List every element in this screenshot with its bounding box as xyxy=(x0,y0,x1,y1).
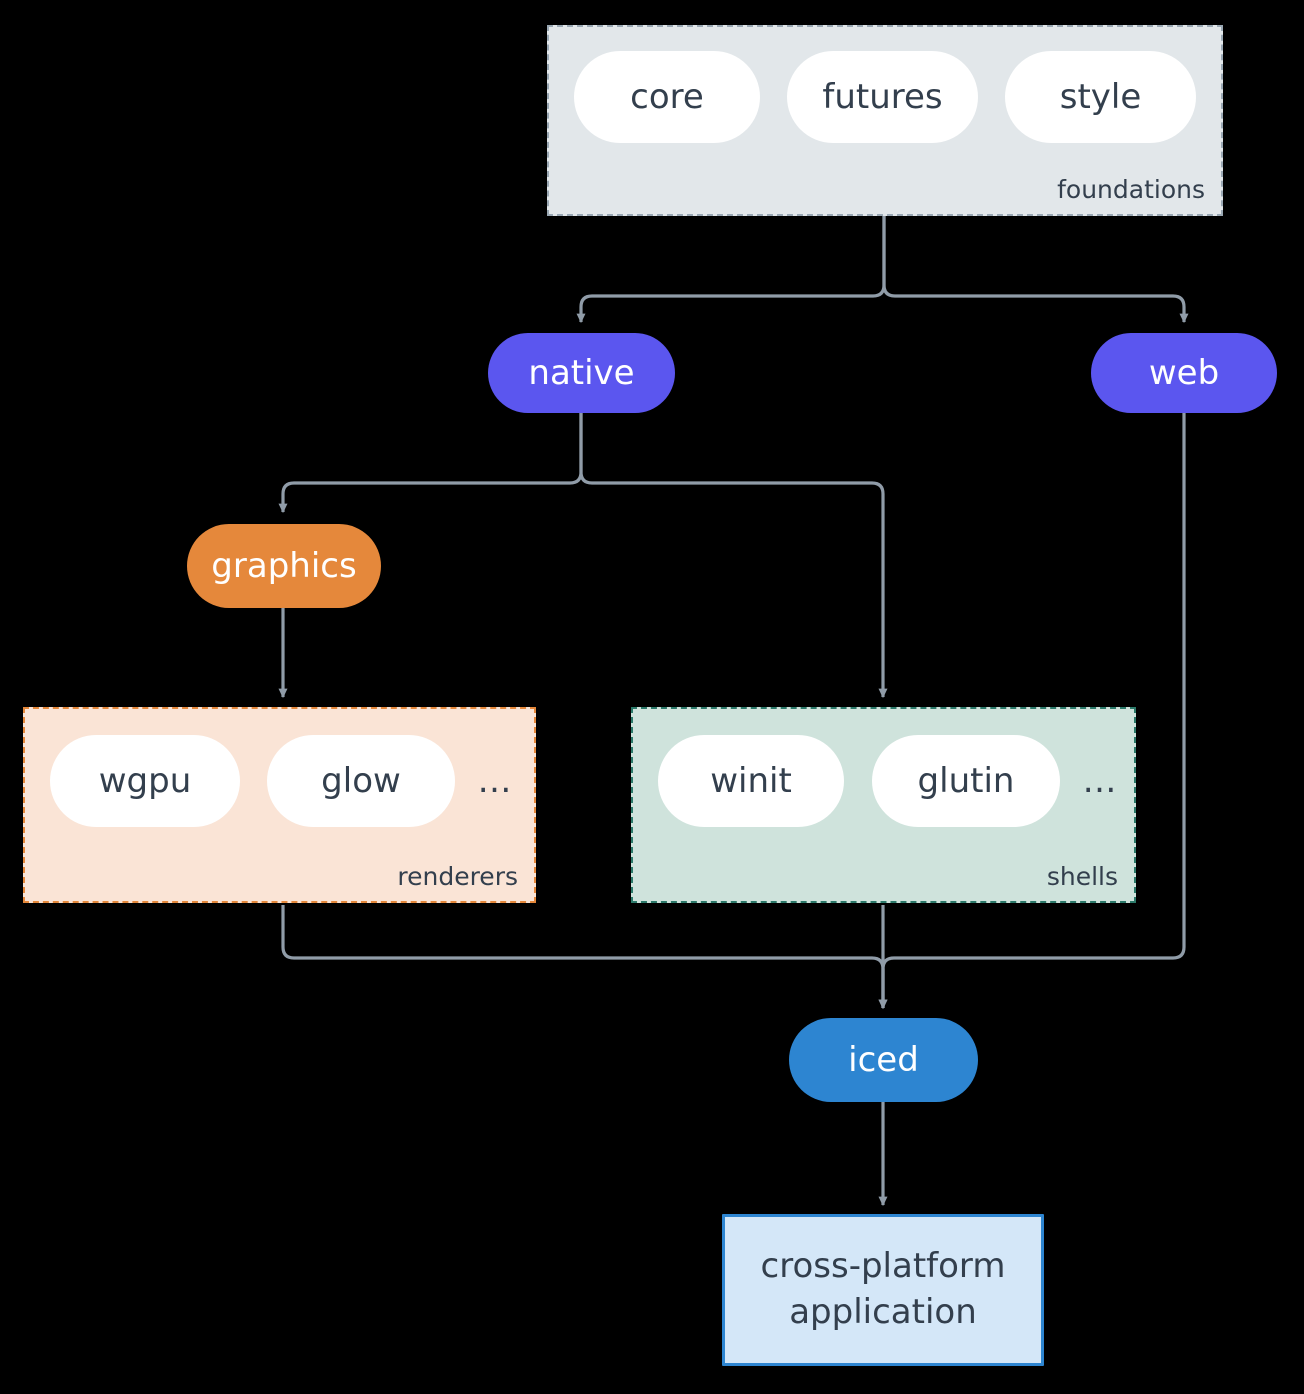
node-futures[interactable]: futures xyxy=(787,51,978,143)
node-wgpu[interactable]: wgpu xyxy=(50,735,240,827)
edge-native-shells xyxy=(579,412,888,699)
node-glutin[interactable]: glutin xyxy=(872,735,1060,827)
node-core-label: core xyxy=(630,77,704,117)
node-native-label: native xyxy=(528,353,635,393)
node-style[interactable]: style xyxy=(1005,51,1196,143)
edge-native-graphics xyxy=(278,412,583,514)
cluster-shells-label: shells xyxy=(1046,862,1118,891)
node-shells-more-label: … xyxy=(1082,761,1118,801)
node-web-label: web xyxy=(1148,353,1220,393)
cluster-renderers-label: renderers xyxy=(397,862,518,891)
node-winit[interactable]: winit xyxy=(658,735,844,827)
cluster-foundations-label: foundations xyxy=(1057,175,1205,204)
node-application-line2: application xyxy=(789,1292,977,1332)
node-glow[interactable]: glow xyxy=(267,735,455,827)
node-graphics[interactable]: graphics xyxy=(187,524,381,608)
node-cross-platform-application[interactable]: cross-platform application xyxy=(722,1214,1044,1366)
node-renderers-more: … xyxy=(470,757,520,805)
edge-foundations-web xyxy=(882,216,1189,324)
node-renderers-more-label: … xyxy=(477,761,513,801)
node-application-line1: cross-platform xyxy=(760,1246,1006,1287)
node-glutin-label: glutin xyxy=(917,761,1015,801)
node-glow-label: glow xyxy=(321,761,401,801)
node-native[interactable]: native xyxy=(488,333,675,413)
node-graphics-label: graphics xyxy=(211,546,357,586)
node-wgpu-label: wgpu xyxy=(98,761,192,801)
node-core[interactable]: core xyxy=(574,51,760,143)
node-iced-label: iced xyxy=(848,1040,919,1080)
node-winit-label: winit xyxy=(710,761,792,801)
node-web[interactable]: web xyxy=(1091,333,1277,413)
edge-renderers-iced xyxy=(281,905,888,1010)
node-style-label: style xyxy=(1059,77,1142,117)
node-futures-label: futures xyxy=(822,77,943,117)
edge-foundations-native xyxy=(576,216,886,324)
node-iced[interactable]: iced xyxy=(789,1018,978,1102)
node-shells-more: … xyxy=(1075,757,1125,805)
edge-web-iced xyxy=(878,412,1186,1010)
